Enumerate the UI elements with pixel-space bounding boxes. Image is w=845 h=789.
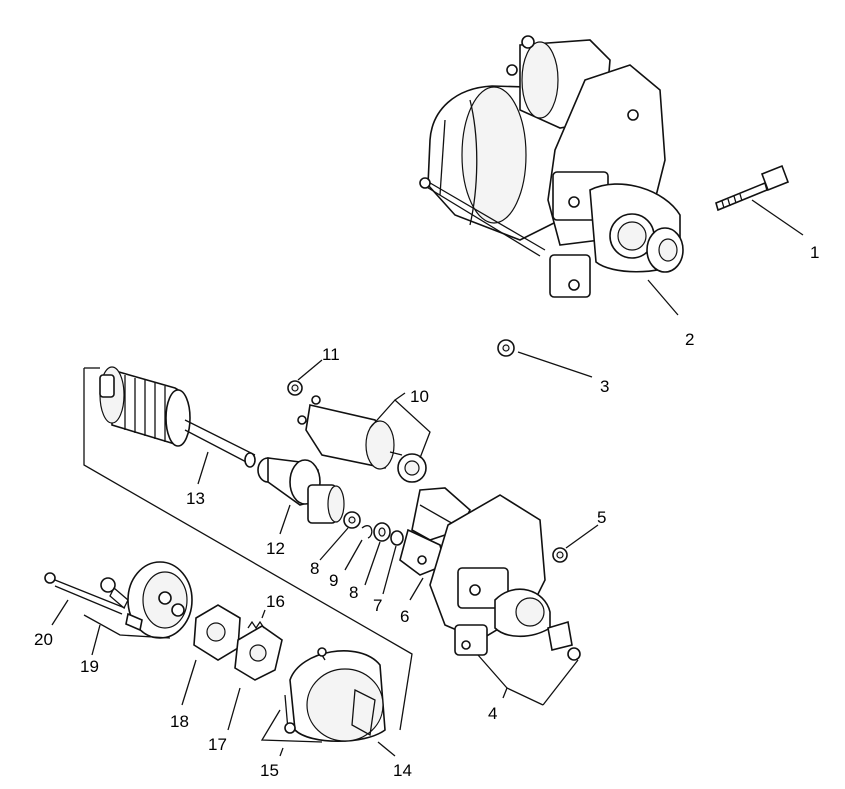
label-9: 9 (329, 571, 338, 590)
label-11: 11 (322, 345, 340, 364)
label-19: 19 (80, 657, 99, 676)
armature-part-13 (99, 366, 256, 468)
drive-clutch-part-12 (257, 457, 345, 524)
label-16: 16 (266, 592, 285, 611)
callout-labels: 1 2 3 4 5 6 7 8 8 9 10 11 12 13 14 15 16… (34, 243, 819, 780)
nut-part-5 (552, 547, 568, 563)
brush-holder-parts-16-17 (234, 620, 283, 681)
bolt-part-20 (44, 572, 126, 615)
washers-parts-7-8-9 (343, 511, 404, 546)
solenoid-part-10 (297, 395, 427, 483)
label-20: 20 (34, 630, 53, 649)
end-frame-part-19 (100, 561, 193, 639)
label-14: 14 (393, 761, 412, 780)
starter-motor-assembly (419, 35, 684, 298)
label-10: 10 (410, 387, 429, 406)
leader-lines (51, 199, 804, 757)
label-5: 5 (597, 508, 606, 527)
bolt-part-1 (715, 164, 790, 212)
label-1: 1 (810, 243, 819, 262)
yoke-parts-14-15 (284, 647, 386, 742)
label-12: 12 (266, 539, 285, 558)
nut-part-3 (497, 339, 515, 357)
label-13: 13 (186, 489, 205, 508)
plate-part-18 (193, 604, 241, 661)
label-18: 18 (170, 712, 189, 731)
label-15: 15 (260, 761, 279, 780)
label-8-left: 8 (310, 559, 319, 578)
label-7: 7 (373, 596, 382, 615)
drive-housing-part-4 (429, 494, 581, 661)
label-17: 17 (208, 735, 227, 754)
label-4: 4 (488, 704, 497, 723)
label-6: 6 (400, 607, 409, 626)
label-3: 3 (600, 377, 609, 396)
nut-part-11 (287, 380, 303, 396)
label-2: 2 (685, 330, 694, 349)
label-8-right: 8 (349, 583, 358, 602)
